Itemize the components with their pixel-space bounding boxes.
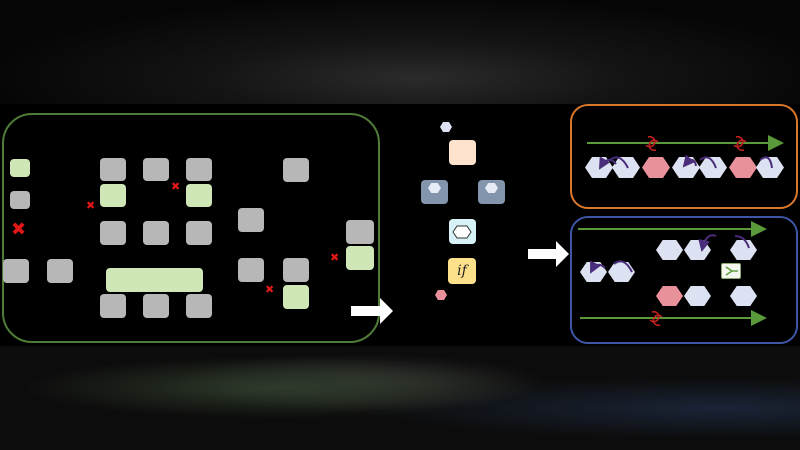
- hexagon-icon: [440, 122, 452, 132]
- sequence-panel-orange: [570, 104, 798, 209]
- hexagon-icon: [730, 240, 757, 260]
- curved-arrow-icon: [599, 154, 773, 170]
- cross-icon: ✖: [265, 283, 275, 296]
- hexagon-icon: [656, 286, 683, 306]
- hexagon-icon: [656, 240, 683, 260]
- block-gray: [238, 258, 264, 282]
- hexagon-icon: [612, 157, 640, 178]
- hexagon-icon: [684, 286, 711, 306]
- block-gray: [10, 191, 30, 209]
- sequence-panel-blue: [570, 216, 798, 344]
- block-gray: [186, 158, 212, 181]
- hint-peach-block: [449, 140, 476, 165]
- block-gray: [100, 221, 126, 245]
- blurred-background-top: [0, 0, 800, 104]
- block-gray: [3, 259, 29, 283]
- block-green: [346, 246, 374, 270]
- block-gray: [47, 259, 73, 283]
- if-condition-label: if: [457, 263, 467, 279]
- hint-yellow-block: [448, 258, 476, 284]
- right-arrow-icon: [528, 241, 569, 267]
- hexagon-icon: [730, 286, 757, 306]
- right-arrow-icon: [351, 298, 393, 324]
- block-gray: [100, 158, 126, 181]
- hexagon-icon: [729, 157, 757, 178]
- cycle-icon: [645, 135, 747, 152]
- block-gray: [143, 294, 169, 318]
- block-green: [100, 184, 126, 207]
- block-gray: [186, 221, 212, 245]
- block-gray: [238, 208, 264, 232]
- hexagon-icon: [642, 157, 670, 178]
- block-gray: [143, 221, 169, 245]
- block-gray: [100, 294, 126, 318]
- cycle-icon: [649, 310, 663, 327]
- merge-icon-glyph: [725, 266, 738, 276]
- block-gray: [346, 220, 374, 244]
- blurred-background-bottom: [0, 346, 800, 450]
- block-gray: [283, 158, 309, 182]
- block-green: [283, 285, 309, 309]
- curved-arrow-icon: [590, 234, 750, 274]
- block-gray: [186, 294, 212, 318]
- block-green-wide: [106, 268, 203, 292]
- hexagon-icon: [428, 183, 441, 193]
- cross-icon: ✖: [330, 251, 340, 264]
- block-gray: [143, 158, 169, 181]
- hexagon-icon: [699, 157, 727, 178]
- program-layout-panel: [2, 113, 380, 343]
- cross-icon: ✖: [171, 180, 181, 193]
- block-green: [10, 159, 30, 177]
- cross-icon: ✖: [11, 219, 27, 240]
- hexagon-icon: [485, 183, 498, 193]
- hexagon-icon: [435, 290, 447, 300]
- block-green: [186, 184, 212, 207]
- block-gray: [283, 258, 309, 282]
- hexagon-icon: [756, 157, 784, 178]
- cross-icon: ✖: [86, 199, 96, 212]
